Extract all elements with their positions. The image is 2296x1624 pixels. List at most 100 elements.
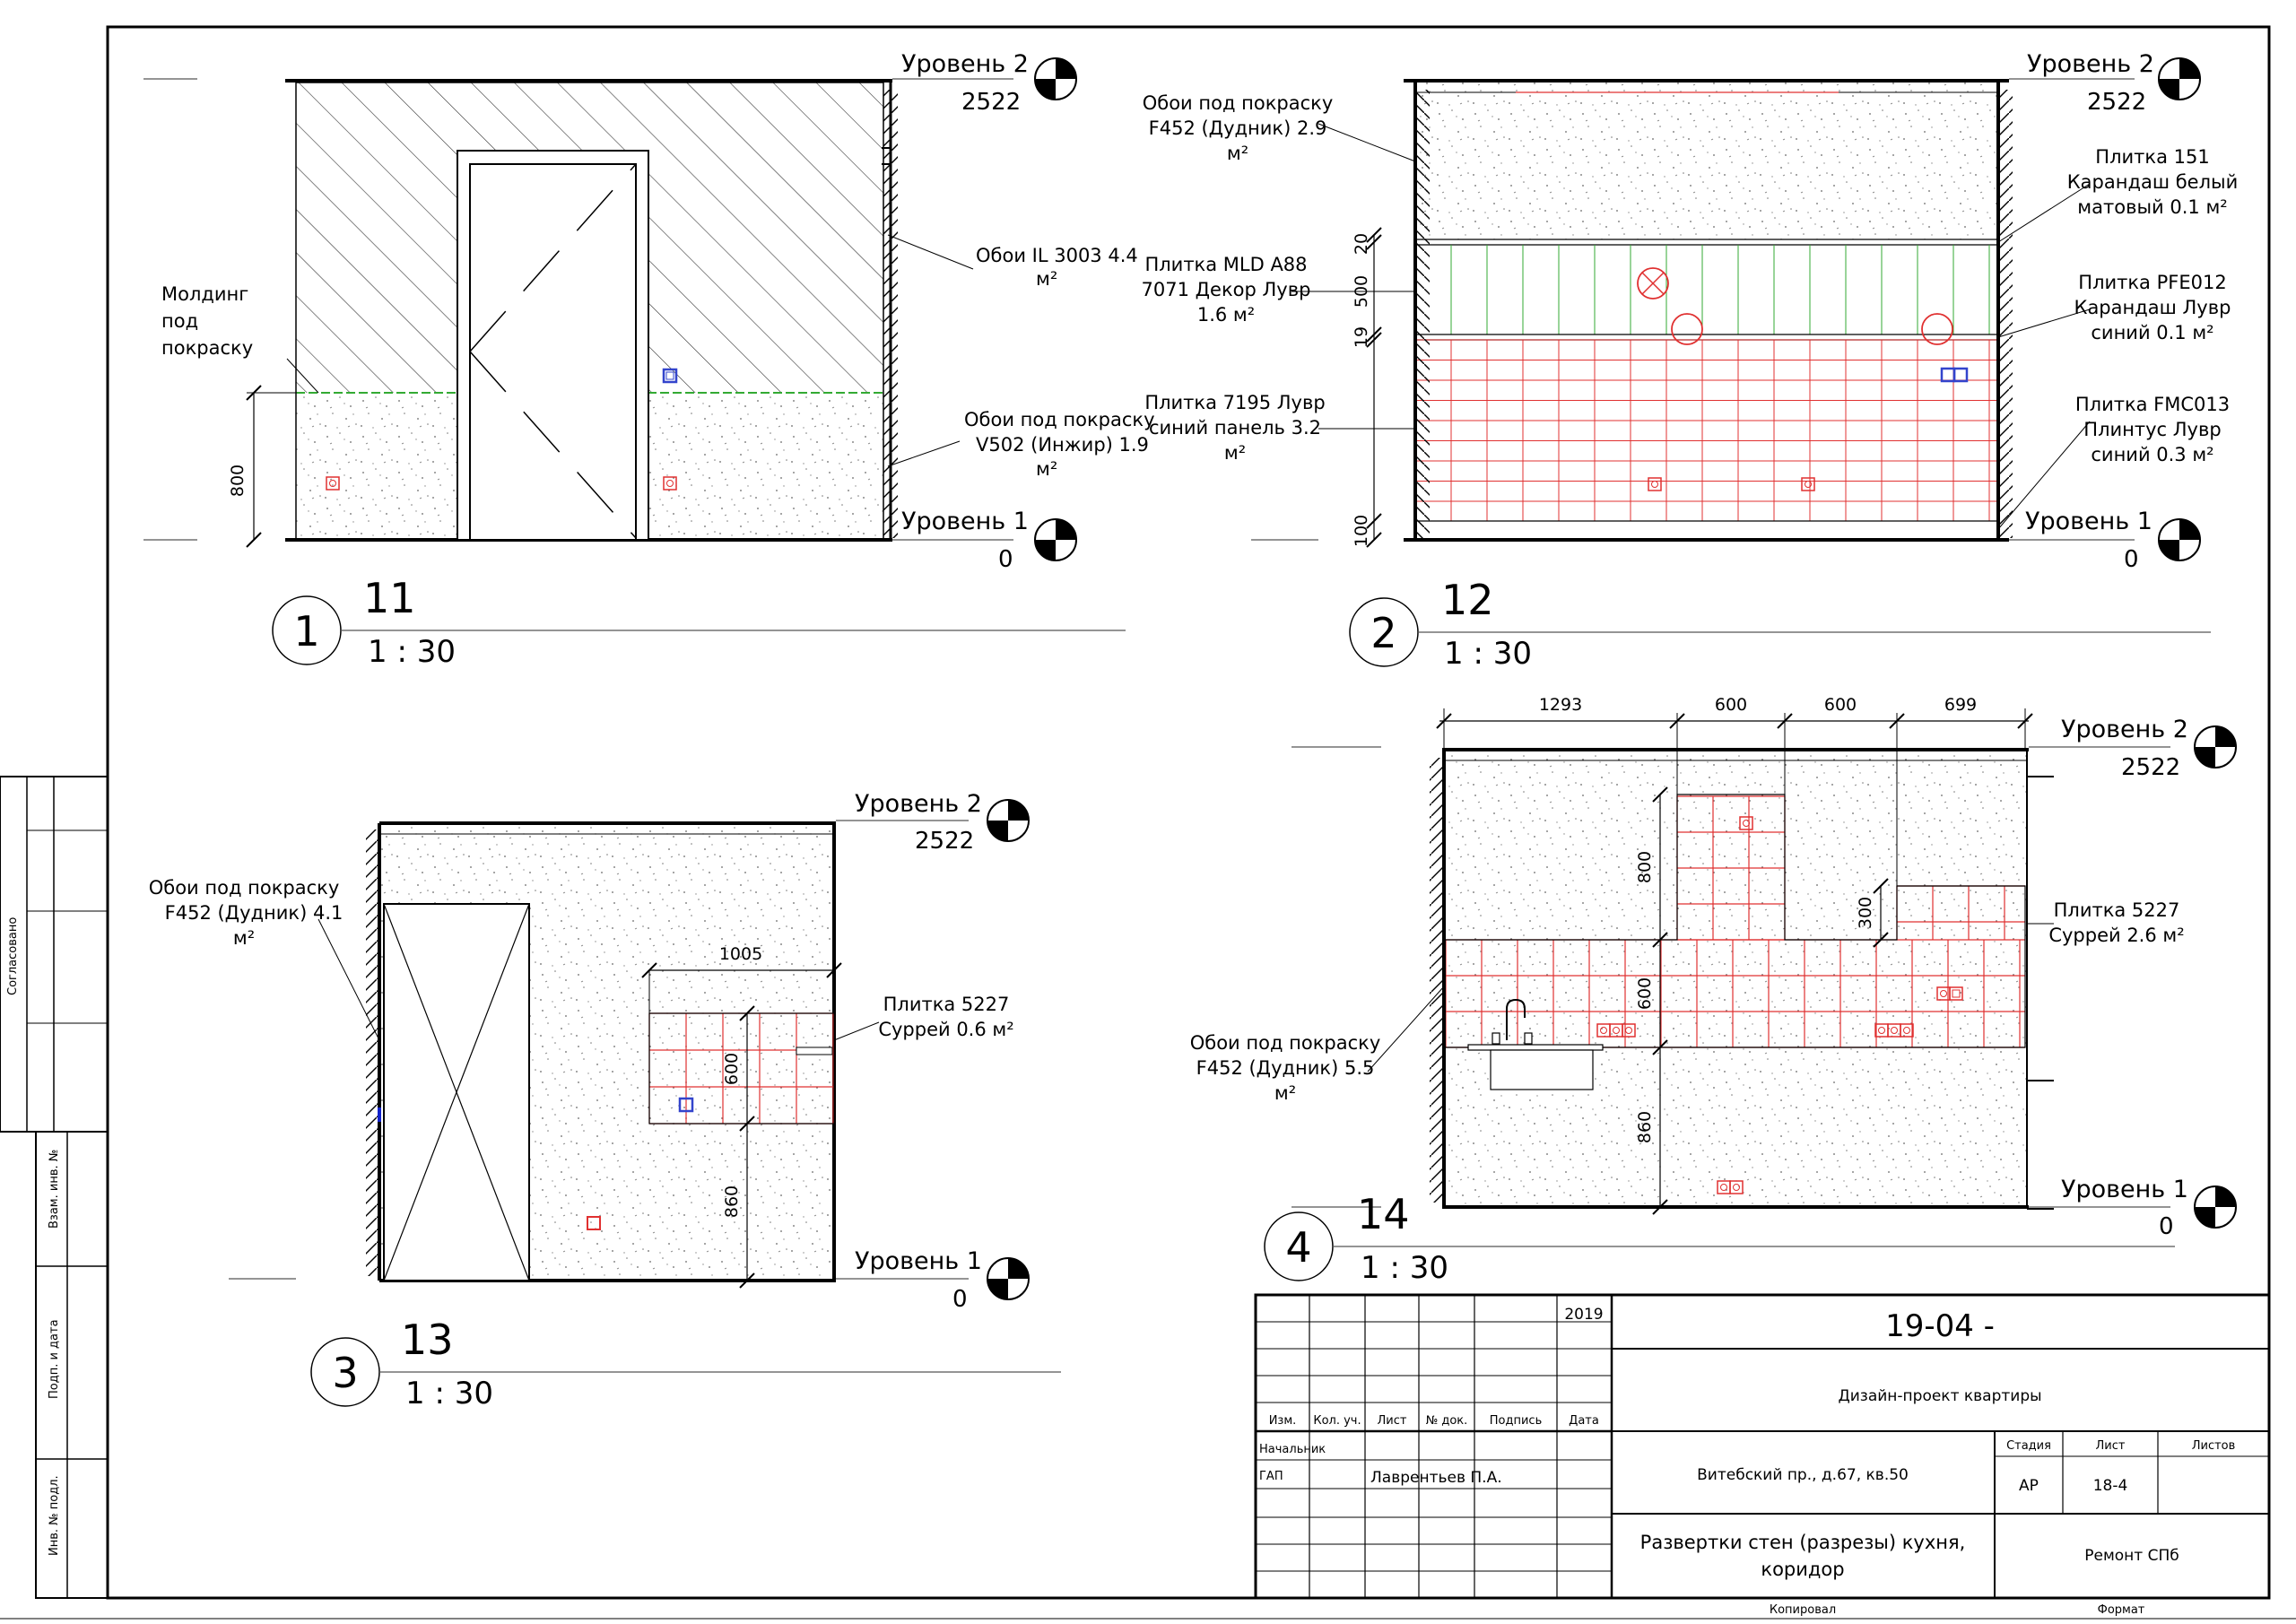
v3-tile-1: Плитка 5227 xyxy=(883,994,1010,1015)
note-fmc-1: Плитка FMC013 xyxy=(2075,394,2230,415)
stamp-col-sheet: Лист xyxy=(2096,1439,2126,1453)
dim-860-v4: 860 xyxy=(1635,1111,1655,1143)
note-151-2: Карандаш белый xyxy=(2067,171,2239,193)
v3-paint-3: м² xyxy=(233,927,255,949)
view-3-number: 3 xyxy=(332,1349,358,1397)
view-3-name: 13 xyxy=(401,1316,454,1364)
stamp-year: 2019 xyxy=(1564,1306,1603,1324)
side-agreed: Согласовано xyxy=(6,917,20,995)
level-2-marker-icon xyxy=(1034,57,1077,100)
dim-600-v4: 600 xyxy=(1635,977,1655,1010)
dim-860-v3: 860 xyxy=(722,1185,742,1218)
note-fmc-2: Плинтус Лувр xyxy=(2083,419,2221,440)
level-1-marker-icon xyxy=(1034,518,1077,561)
v3-level-1-value: 0 xyxy=(952,1286,968,1313)
v2-level-2-label: Уровень 2 xyxy=(2027,50,2154,78)
note-151-3: матовый 0.1 м² xyxy=(2077,196,2227,218)
note-7195-1: Плитка 7195 Лувр xyxy=(1144,392,1325,413)
stamp-company: Ремонт СПб xyxy=(2084,1547,2179,1565)
note-pfe-2: Карандаш Лувр xyxy=(2074,297,2231,318)
v4-tile-2: Суррей 2.6 м² xyxy=(2048,925,2184,946)
view-2-elevation: 20 500 19 100 Обои под покраску F452 (Ду… xyxy=(1142,50,2239,672)
v4-paint-3: м² xyxy=(1274,1082,1296,1104)
stamp-code: 19-04 - xyxy=(1885,1308,1995,1344)
stamp-h-doc: № док. xyxy=(1426,1414,1468,1428)
note-mld-2: 7071 Декор Лувр xyxy=(1142,279,1311,300)
dim-300-v4: 300 xyxy=(1856,897,1875,929)
v4-level-2-label: Уровень 2 xyxy=(2061,716,2188,743)
stamp-author: Лаврентьев П.А. xyxy=(1370,1469,1502,1487)
note-151-1: Плитка 151 xyxy=(2095,146,2209,168)
note-wp-bot-2: V502 (Инжир) 1.9 xyxy=(976,434,1149,456)
mld-decor-band xyxy=(1414,245,1990,334)
view-4-name: 14 xyxy=(1357,1190,1410,1238)
view-2-name: 12 xyxy=(1441,576,1494,624)
v3-level-1-marker-icon xyxy=(987,1257,1030,1300)
stamp-col-sheets: Листов xyxy=(2192,1439,2236,1453)
dim-19: 19 xyxy=(1352,326,1371,348)
side-inv-replace: Взам. инв. № xyxy=(48,1150,61,1229)
note-wp-bot-1: Обои под покраску xyxy=(964,409,1155,430)
note-molding-1: Молдинг xyxy=(161,283,248,305)
v4-paint-2: F452 (Дудник) 5.5 xyxy=(1196,1057,1375,1079)
stamp-col-stage: Стадия xyxy=(2006,1439,2051,1453)
side-sign-date: Подп. и дата xyxy=(48,1319,61,1399)
v4-level-1-label: Уровень 1 xyxy=(2061,1176,2188,1203)
dim-600-v3: 600 xyxy=(722,1053,742,1085)
stamp-role-gap: ГАП xyxy=(1259,1470,1283,1483)
level-2-value: 2522 xyxy=(961,89,1021,116)
stamp-role-chief: Начальник xyxy=(1259,1443,1326,1456)
v3-level-1-label: Уровень 1 xyxy=(855,1247,982,1275)
v2-level-1-marker-icon xyxy=(2158,518,2201,561)
level-1-value: 0 xyxy=(998,546,1013,573)
v4-level-1-value: 0 xyxy=(2159,1213,2174,1240)
view-2-number: 2 xyxy=(1370,609,1396,657)
v3-paint-2: F452 (Дудник) 4.1 xyxy=(165,902,344,924)
view-3-scale: 1 : 30 xyxy=(405,1376,493,1411)
stamp-h-list: Лист xyxy=(1378,1414,1407,1428)
view-1-scale: 1 : 30 xyxy=(368,634,456,670)
view-4-scale: 1 : 30 xyxy=(1361,1250,1448,1286)
note-mld-1: Плитка MLD A88 xyxy=(1144,254,1307,275)
v3-level-2-marker-icon xyxy=(987,799,1030,842)
side-stamp: Согласовано Взам. инв. № Подп. и дата Ин… xyxy=(0,776,109,1599)
tile-7195-grid xyxy=(1414,339,1998,521)
level-2-label: Уровень 2 xyxy=(901,50,1029,78)
view-4-number: 4 xyxy=(1285,1223,1311,1272)
stamp-h-izm: Изм. xyxy=(1269,1414,1297,1428)
stamp-h-date: Дата xyxy=(1569,1414,1599,1428)
stamp-h-sign: Подпись xyxy=(1490,1414,1542,1428)
level-1-label: Уровень 1 xyxy=(901,508,1029,535)
dim-100: 100 xyxy=(1352,515,1371,547)
door xyxy=(457,150,649,541)
view-1-number: 1 xyxy=(293,607,319,656)
view-1-elevation: 800 Молдинг под покраску Обои IL 3003 4.… xyxy=(144,50,1155,670)
v2-level-2-marker-icon xyxy=(2158,57,2201,100)
dim-1293: 1293 xyxy=(1539,695,1582,715)
note-pfe-3: синий 0.1 м² xyxy=(2091,322,2213,343)
title-block: 2019 19-04 - Дизайн-проект квартиры Изм.… xyxy=(1254,1293,2271,1617)
stamp-stage: АР xyxy=(2019,1477,2039,1495)
note-pfe-1: Плитка PFE012 xyxy=(2078,272,2226,293)
sink-icon xyxy=(1467,998,1604,1090)
v3-level-2-label: Уровень 2 xyxy=(855,790,982,818)
view-2-scale: 1 : 30 xyxy=(1444,636,1532,672)
view-4-elevation: 1293 600 600 699 800 600 860 300 Обои по… xyxy=(1190,695,2237,1286)
dim-699: 699 xyxy=(1944,695,1977,715)
v3-paint-1: Обои под покраску xyxy=(149,877,340,899)
dim-600-b: 600 xyxy=(1824,695,1857,715)
stamp-address: Витебский пр., д.67, кв.50 xyxy=(1697,1466,1909,1484)
dim-800: 800 xyxy=(228,465,248,497)
v2-level-1-label: Уровень 1 xyxy=(2025,508,2152,535)
note-7195-2: синий панель 3.2 xyxy=(1149,417,1321,439)
side-inv-orig: Инв. № подл. xyxy=(48,1475,61,1556)
note-paint-3: м² xyxy=(1227,143,1248,164)
v3-level-2-value: 2522 xyxy=(915,828,974,855)
stamp-format: Формат xyxy=(2098,1603,2145,1617)
note-paint-2: F452 (Дудник) 2.9 xyxy=(1149,117,1327,139)
dim-20: 20 xyxy=(1352,233,1371,255)
stamp-title-2: коридор xyxy=(1761,1559,1844,1580)
note-7195-3: м² xyxy=(1224,442,1246,464)
note-molding-3: покраску xyxy=(161,337,253,359)
v2-level-1-value: 0 xyxy=(2124,546,2139,573)
